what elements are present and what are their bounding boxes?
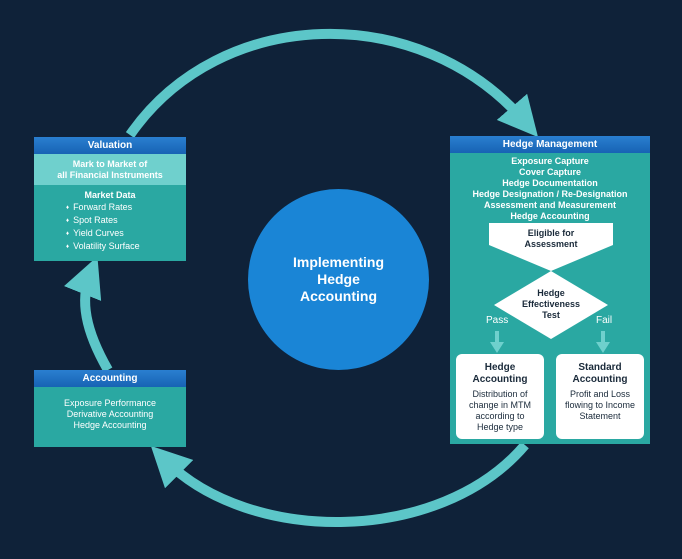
hedge-accounting-title1: Hedge: [484, 362, 516, 373]
fail-label: Fail: [596, 315, 613, 326]
fail-arrow: [596, 331, 610, 353]
list-item: Spot Rates: [66, 214, 186, 227]
pass-arrow: [490, 331, 504, 353]
hedge-accounting-title2: Accounting: [472, 374, 528, 385]
eligible-label: Eligible for Assessment: [489, 228, 613, 250]
list-item: Derivative Accounting: [66, 409, 154, 419]
pass-label: Pass: [486, 315, 509, 326]
center-title-line2: Hedge: [317, 271, 360, 287]
center-circle: Implementing Hedge Accounting: [248, 189, 429, 370]
eligible-line1: Eligible for: [527, 228, 575, 238]
list-item: Hedge type: [476, 422, 524, 432]
list-item: Cover Capture: [518, 167, 581, 177]
list-item: Hedge Accounting: [73, 420, 147, 430]
list-item: Hedge Designation / Re-Designation: [472, 189, 628, 199]
hedge-management-header: Hedge Management: [450, 136, 650, 153]
list-item: Forward Rates: [66, 201, 186, 214]
standard-accounting-title2: Accounting: [572, 374, 628, 385]
arc-top-arrow: [125, 28, 539, 138]
eligible-arrow-shape: [489, 223, 613, 271]
valuation-header: Valuation: [34, 137, 186, 154]
mtm-line1: Mark to Market of: [72, 158, 148, 169]
mtm-box: Mark to Market of all Financial Instrume…: [34, 154, 186, 185]
eligible-line2: Assessment: [524, 239, 578, 249]
list-item: according to: [475, 411, 525, 421]
standard-accounting-title1: Standard: [578, 362, 622, 373]
accounting-header: Accounting: [34, 370, 186, 387]
list-item: Yield Curves: [66, 227, 186, 240]
standard-accounting-box: Standard Accounting Profit and Loss flow…: [556, 354, 644, 439]
accounting-panel: Accounting Exposure Performance Derivati…: [34, 370, 186, 447]
mtm-line2: all Financial Instruments: [57, 169, 163, 180]
arc-bottom-arrow: [150, 441, 529, 527]
center-title-line3: Accounting: [300, 288, 377, 304]
list-item: Exposure Capture: [511, 156, 589, 166]
hedge-steps-list: Exposure Capture Cover Capture Hedge Doc…: [450, 156, 650, 222]
test-line2: Effectiveness: [521, 299, 581, 309]
valuation-panel: Valuation Mark to Market of all Financia…: [34, 137, 186, 261]
list-item: Statement: [579, 411, 621, 421]
list-item: Hedge Documentation: [502, 178, 598, 188]
list-item: Distribution of: [472, 389, 528, 399]
market-data-list: Forward Rates Spot Rates Yield Curves Vo…: [66, 201, 186, 253]
hedge-accounting-box: Hedge Accounting Distribution of change …: [456, 354, 544, 439]
list-item: Assessment and Measurement: [483, 200, 617, 210]
list-item: flowing to Income: [564, 400, 636, 410]
test-line1: Hedge: [537, 288, 565, 298]
test-line3: Test: [542, 310, 560, 320]
list-item: Profit and Loss: [569, 389, 631, 399]
list-item: Volatility Surface: [66, 240, 186, 253]
arc-left-arrow: [64, 256, 113, 373]
list-item: Exposure Performance: [63, 398, 157, 408]
accounting-list: Exposure Performance Derivative Accounti…: [34, 398, 186, 431]
list-item: Hedge Accounting: [510, 211, 590, 221]
effectiveness-test-label: Hedge Effectiveness Test: [494, 288, 608, 321]
market-data-title: Market Data: [84, 190, 136, 200]
effectiveness-test-diamond: [494, 271, 608, 339]
list-item: change in MTM: [468, 400, 532, 410]
center-title-line1: Implementing: [292, 254, 384, 270]
